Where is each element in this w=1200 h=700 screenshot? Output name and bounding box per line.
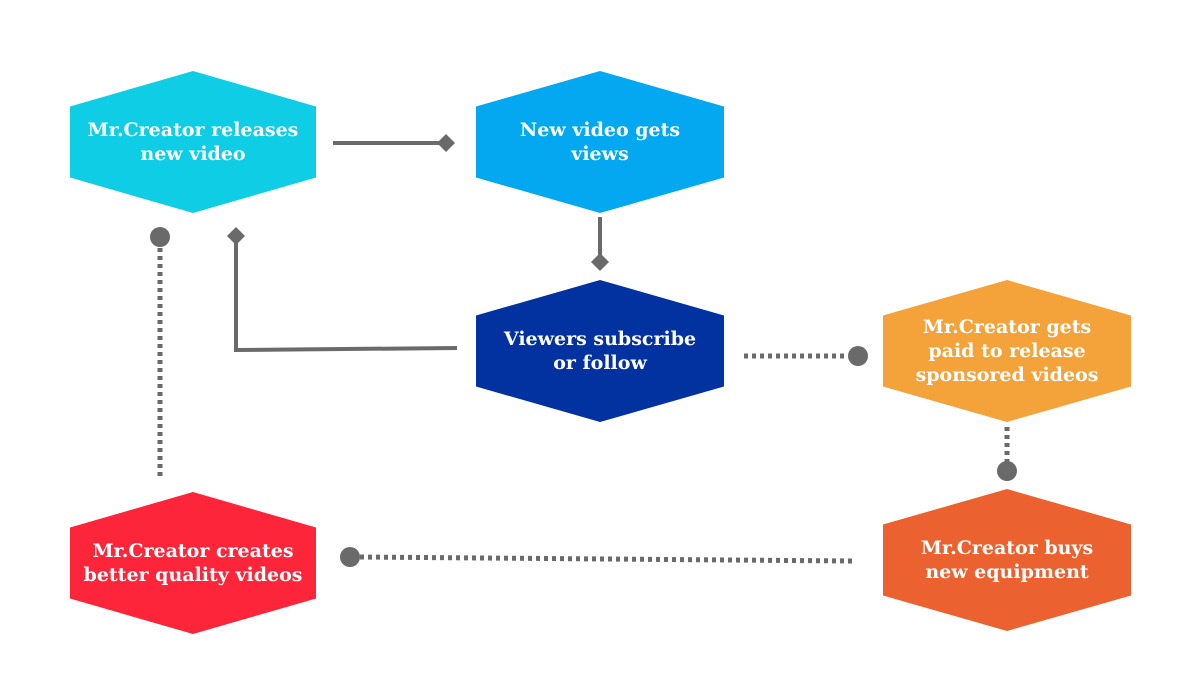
- connector-dot-end: [340, 547, 360, 567]
- node-label: New video gets views: [519, 119, 681, 165]
- node-label: Mr.Creator buys new equipment: [920, 537, 1094, 583]
- connector-dot-end: [150, 227, 170, 247]
- connector-diamond-end: [591, 253, 609, 271]
- connector-dot-end: [997, 461, 1017, 481]
- connector-diamond-end: [437, 134, 455, 152]
- node-label: Viewers subscribe or follow: [503, 328, 697, 374]
- node-label: Mr.Creator gets paid to release sponsore…: [915, 316, 1099, 386]
- connector-dot-end: [848, 346, 868, 366]
- node-label: Mr.Creator creates better quality videos: [83, 540, 303, 586]
- node-better-quality: Mr.Creator creates better quality videos: [70, 492, 316, 634]
- node-buys-equipment: Mr.Creator buys new equipment: [883, 489, 1131, 631]
- connector-subscribe-to-releases: [234, 236, 458, 353]
- connector-equipment-to-quality: [359, 554, 853, 564]
- node-label: Mr.Creator releases new video: [87, 119, 299, 165]
- connector-diamond-end: [227, 227, 245, 245]
